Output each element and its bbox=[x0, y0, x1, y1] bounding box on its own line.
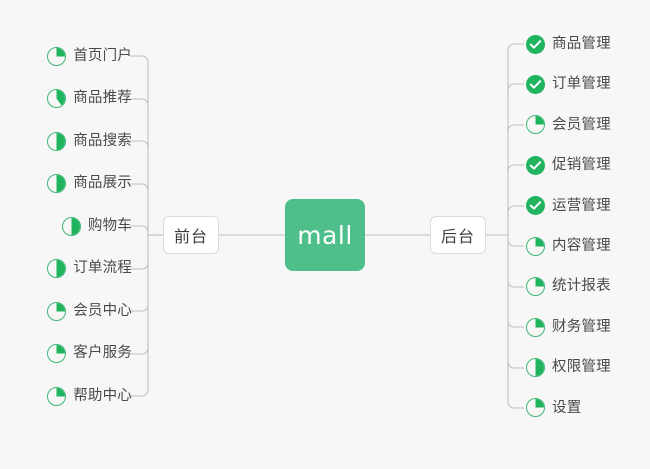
leaf-node-frontend-8[interactable]: 帮助中心 bbox=[0, 384, 140, 408]
leaf-label: 商品搜索 bbox=[73, 132, 132, 149]
pie-wedge bbox=[48, 260, 66, 277]
leaf-node-backend-9[interactable]: 设置 bbox=[522, 396, 650, 420]
leaf-label: 帮助中心 bbox=[73, 387, 132, 404]
pie-progress-icon bbox=[526, 317, 545, 337]
node-frontend-label: 前台 bbox=[173, 227, 208, 246]
pie-wedge bbox=[48, 90, 66, 107]
leaf-label: 订单流程 bbox=[73, 260, 132, 277]
pie-progress-icon bbox=[47, 301, 67, 321]
leaf-label: 设置 bbox=[552, 399, 582, 416]
check-circle-icon bbox=[526, 155, 545, 175]
pie-wedge bbox=[48, 387, 66, 405]
leaf-label: 首页门户 bbox=[73, 47, 132, 64]
leaf-label: 统计报表 bbox=[552, 278, 611, 295]
pie-wedge bbox=[48, 345, 66, 362]
pie-progress-icon bbox=[47, 89, 67, 108]
node-root-label: mall bbox=[297, 220, 353, 250]
pie-progress-icon bbox=[47, 174, 67, 193]
branch-frontend-items: 首页门户商品推荐商品搜索商品展示购物车订单流程会员中心客户服务帮助中心 bbox=[0, 44, 140, 408]
leaf-node-backend-5[interactable]: 内容管理 bbox=[522, 234, 650, 258]
leaf-node-backend-0[interactable]: 商品管理 bbox=[522, 32, 650, 56]
node-root[interactable]: mall bbox=[285, 199, 365, 271]
pie-wedge bbox=[527, 237, 544, 255]
leaf-node-frontend-2[interactable]: 商品搜索 bbox=[0, 129, 140, 153]
leaf-label: 会员中心 bbox=[73, 302, 132, 319]
check-circle-icon bbox=[526, 196, 545, 216]
leaf-node-backend-1[interactable]: 订单管理 bbox=[522, 72, 650, 96]
pie-progress-icon bbox=[61, 216, 81, 236]
leaf-label: 商品管理 bbox=[552, 35, 611, 52]
leaf-node-backend-3[interactable]: 促销管理 bbox=[522, 153, 650, 177]
check-circle-icon bbox=[526, 74, 545, 94]
leaf-label: 运营管理 bbox=[552, 197, 611, 214]
leaf-node-frontend-5[interactable]: 订单流程 bbox=[0, 257, 140, 281]
leaf-node-backend-4[interactable]: 运营管理 bbox=[522, 194, 650, 218]
leaf-label: 内容管理 bbox=[552, 237, 611, 254]
pie-wedge bbox=[527, 278, 544, 296]
leaf-node-frontend-7[interactable]: 客户服务 bbox=[0, 342, 140, 366]
leaf-label: 购物车 bbox=[87, 217, 132, 234]
pie-progress-icon bbox=[526, 398, 545, 418]
leaf-node-frontend-1[interactable]: 商品推荐 bbox=[0, 87, 140, 111]
check-circle-icon bbox=[526, 34, 545, 54]
pie-progress-icon bbox=[526, 236, 545, 256]
leaf-label: 财务管理 bbox=[552, 318, 611, 335]
leaf-label: 商品展示 bbox=[73, 175, 132, 192]
leaf-node-backend-2[interactable]: 会员管理 bbox=[522, 113, 650, 137]
leaf-node-backend-7[interactable]: 财务管理 bbox=[522, 315, 650, 339]
pie-progress-icon bbox=[526, 277, 545, 297]
pie-wedge bbox=[527, 359, 544, 376]
pie-progress-icon bbox=[47, 344, 67, 363]
leaf-label: 客户服务 bbox=[73, 345, 132, 362]
node-backend[interactable]: 后台 bbox=[430, 216, 486, 254]
leaf-node-backend-8[interactable]: 权限管理 bbox=[522, 356, 650, 380]
leaf-node-frontend-4[interactable]: 购物车 bbox=[0, 214, 140, 238]
leaf-label: 商品推荐 bbox=[73, 90, 132, 107]
branch-backend-items: 商品管理订单管理会员管理促销管理运营管理内容管理统计报表财务管理权限管理设置 bbox=[522, 32, 650, 420]
leaf-node-frontend-3[interactable]: 商品展示 bbox=[0, 172, 140, 196]
pie-progress-icon bbox=[47, 386, 67, 406]
leaf-label: 促销管理 bbox=[552, 157, 611, 174]
pie-wedge bbox=[527, 116, 544, 134]
pie-progress-icon bbox=[47, 259, 67, 278]
pie-progress-icon bbox=[526, 115, 545, 135]
node-frontend[interactable]: 前台 bbox=[163, 216, 219, 254]
pie-wedge bbox=[48, 175, 66, 192]
pie-wedge bbox=[527, 399, 544, 417]
node-backend-label: 后台 bbox=[440, 227, 475, 246]
leaf-node-backend-6[interactable]: 统计报表 bbox=[522, 275, 650, 299]
pie-progress-icon bbox=[526, 358, 545, 377]
pie-progress-icon bbox=[47, 46, 67, 66]
pie-wedge bbox=[48, 47, 66, 65]
pie-wedge bbox=[48, 132, 66, 150]
pie-progress-icon bbox=[47, 131, 67, 151]
leaf-label: 权限管理 bbox=[552, 359, 611, 376]
leaf-label: 订单管理 bbox=[552, 76, 611, 93]
pie-wedge bbox=[527, 318, 544, 336]
leaf-node-frontend-0[interactable]: 首页门户 bbox=[0, 44, 140, 68]
leaf-node-frontend-6[interactable]: 会员中心 bbox=[0, 299, 140, 323]
pie-wedge bbox=[62, 217, 80, 235]
leaf-label: 会员管理 bbox=[552, 116, 611, 133]
pie-wedge bbox=[48, 302, 66, 320]
